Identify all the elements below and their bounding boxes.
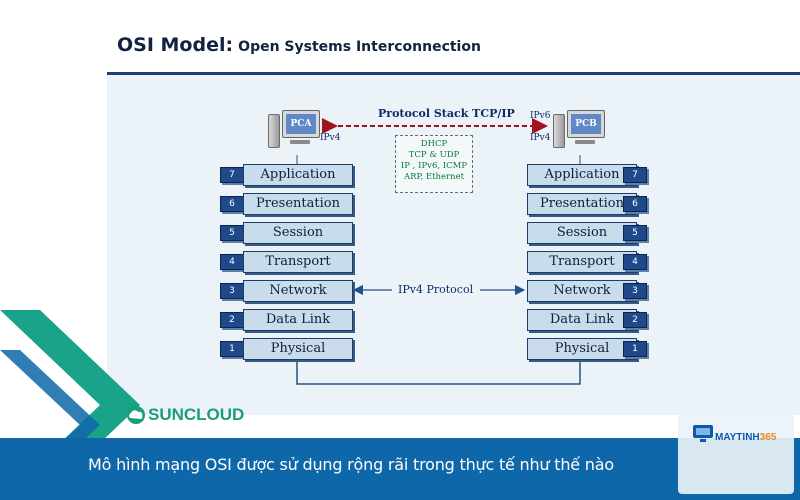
layer-session: Session <box>527 222 637 244</box>
layer-network: Network <box>527 280 637 302</box>
cloud-icon <box>127 406 145 424</box>
title-subtitle: Open Systems Interconnection <box>238 39 481 55</box>
layer-application: Application <box>527 164 637 186</box>
layer-number: 5 <box>623 225 647 241</box>
pcb-ip6-label: IPv6 <box>530 111 551 121</box>
layer-physical: Physical <box>527 338 637 360</box>
layer-transport: Transport <box>243 251 353 273</box>
protocol-line: DHCP <box>420 139 448 149</box>
physical-link <box>296 360 581 385</box>
pcb-ip4-label: IPv4 <box>530 133 551 143</box>
monitor-icon: PCB <box>567 110 605 138</box>
monitor-icon: PCA <box>282 110 320 138</box>
layer-physical: Physical <box>243 338 353 360</box>
layer-session: Session <box>243 222 353 244</box>
title-underline <box>107 72 800 75</box>
host-name: PCA <box>286 114 316 134</box>
monitor-logo-icon <box>693 425 713 442</box>
pca-ip-label: IPv4 <box>320 133 341 143</box>
layer-number: 6 <box>623 196 647 212</box>
layer-number: 5 <box>220 225 244 241</box>
layer-number: 2 <box>220 312 244 328</box>
protocol-line: IP , IPv6, ICMP <box>400 161 468 171</box>
brand-suncloud: SUNCLOUD <box>148 405 245 424</box>
caption-text: Mô hình mạng OSI được sử dụng rộng rãi t… <box>88 455 614 474</box>
layer-number: 3 <box>220 283 244 299</box>
layer-presentation: Presentation <box>527 193 637 215</box>
pc-tower-icon <box>268 114 280 148</box>
protocol-stack-label: Protocol Stack TCP/IP <box>378 107 515 120</box>
layer-number: 4 <box>220 254 244 270</box>
layer-presentation: Presentation <box>243 193 353 215</box>
layer-application: Application <box>243 164 353 186</box>
layer-number: 3 <box>623 283 647 299</box>
layer-transport: Transport <box>527 251 637 273</box>
brand-maytinh365: MAYTINH365 <box>715 432 776 443</box>
protocol-line: TCP & UDP <box>408 150 460 160</box>
protocol-stack-box: DHCP TCP & UDP IP , IPv6, ICMP ARP, Ethe… <box>395 135 473 193</box>
layer-number: 1 <box>220 341 244 357</box>
host-name: PCB <box>571 114 601 134</box>
layer-network: Network <box>243 280 353 302</box>
layer-number: 4 <box>623 254 647 270</box>
brand-accent: 365 <box>759 432 777 443</box>
pc-tower-icon <box>553 114 565 148</box>
protocol-line: ARP, Ethernet <box>403 172 465 182</box>
caption-banner <box>0 438 800 500</box>
layer-number: 1 <box>623 341 647 357</box>
slide-title: OSI Model: Open Systems Interconnection <box>117 34 481 56</box>
brand-main: MAYTINH <box>715 432 760 443</box>
layer-number: 2 <box>623 312 647 328</box>
layer-number: 7 <box>220 167 244 183</box>
monitor-base <box>290 140 310 144</box>
layer-number: 7 <box>623 167 647 183</box>
ipv4-protocol-label: IPv4 Protocol <box>398 283 474 296</box>
layer-number: 6 <box>220 196 244 212</box>
title-main: OSI Model: <box>117 34 234 56</box>
monitor-base <box>575 140 595 144</box>
layer-data-link: Data Link <box>527 309 637 331</box>
layer-data-link: Data Link <box>243 309 353 331</box>
